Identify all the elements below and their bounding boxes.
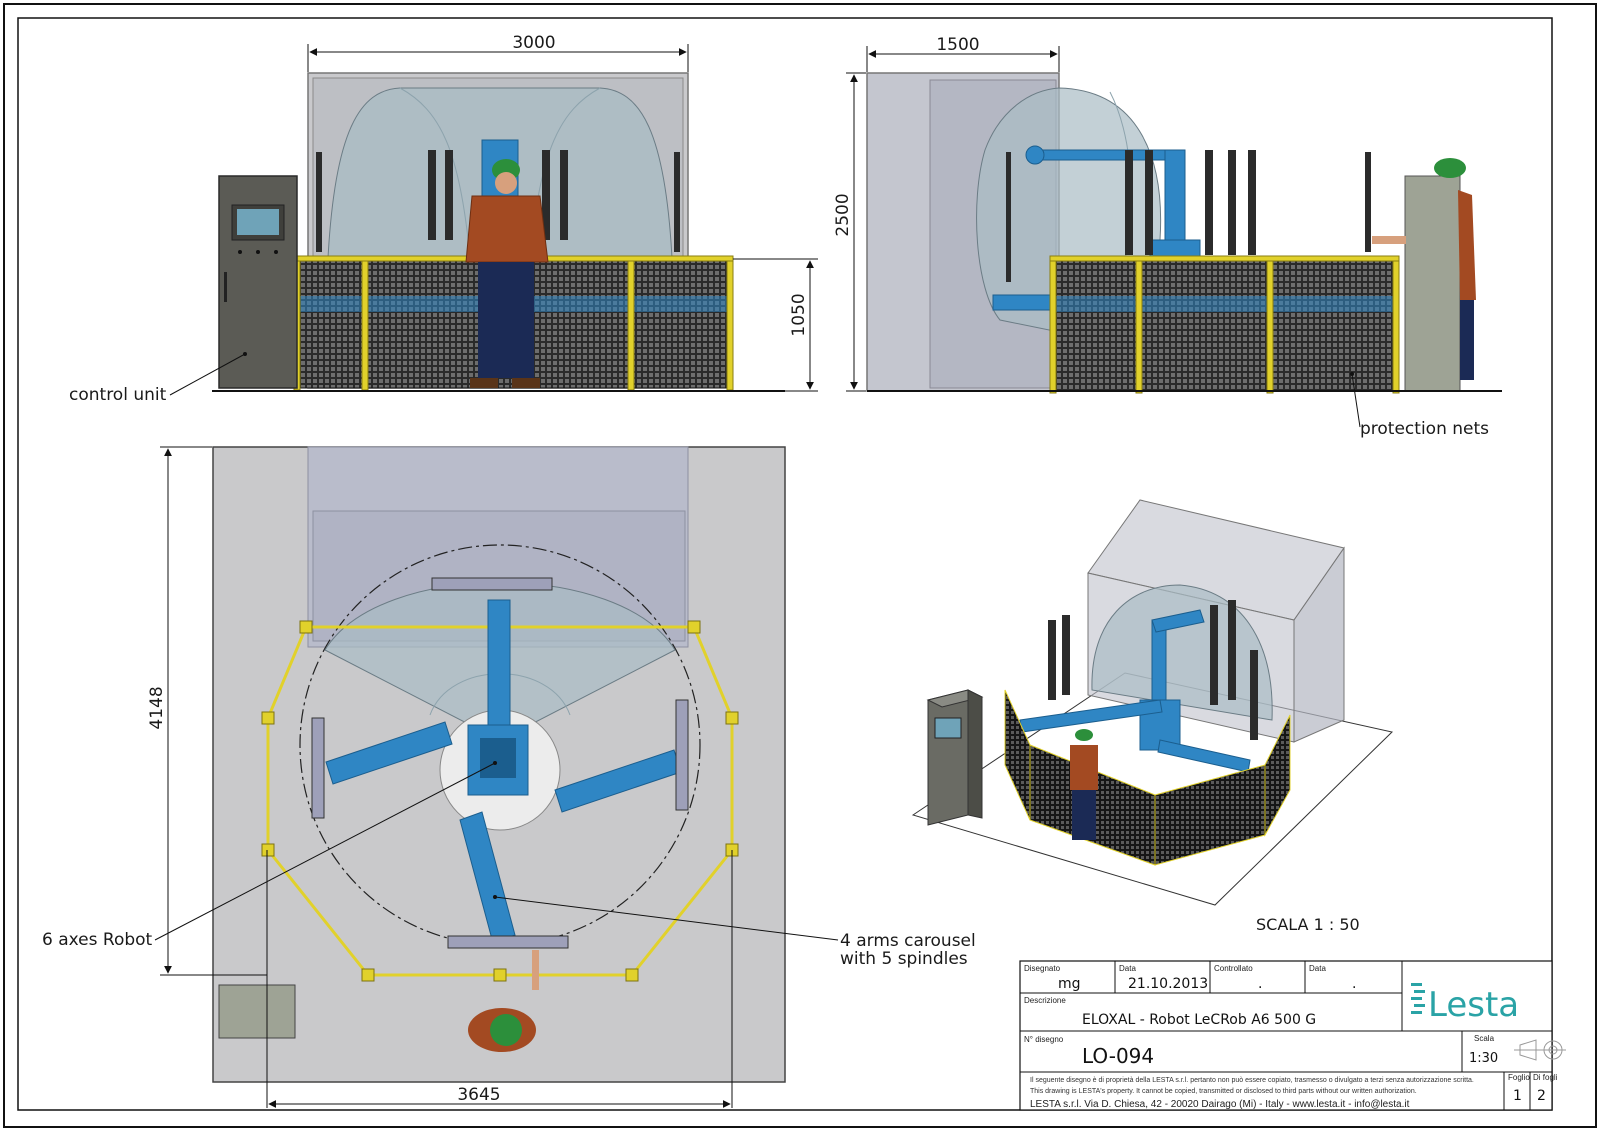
- tb-drawn-by: mg: [1058, 976, 1081, 992]
- dim-fence-height: 1050: [789, 293, 809, 336]
- tb-date2: .: [1352, 976, 1356, 992]
- tb-scale: 1:30: [1469, 1051, 1498, 1066]
- side-spindles: [1006, 150, 1371, 282]
- label-control-unit: control unit: [69, 385, 167, 405]
- top-spindle-bars: [311, 577, 689, 949]
- tb-date2-label: Data: [1309, 964, 1326, 973]
- dim-top-width: 3645: [457, 1085, 500, 1105]
- tb-scale-label: Scala: [1474, 1034, 1495, 1043]
- tb-checked: .: [1258, 976, 1262, 992]
- tb-description: ELOXAL - Robot LeCRob A6 500 G: [1082, 1012, 1316, 1028]
- tb-sheet-label: Foglio: [1508, 1073, 1530, 1082]
- iso-view: SCALA 1 : 50: [911, 499, 1394, 934]
- iso-robot: [1019, 609, 1251, 773]
- side-view: protection nets 1500 2500: [833, 35, 1502, 439]
- tb-drawing-no-label: N° disegno: [1024, 1035, 1064, 1044]
- iso-operator: [1070, 729, 1098, 840]
- title-block: Disegnato mg Data 21.10.2013 Controllato…: [1019, 960, 1566, 1111]
- dim-front-width: 3000: [512, 33, 555, 53]
- label-carousel-line1: 4 arms carousel: [840, 931, 976, 951]
- top-operator: [468, 950, 539, 1052]
- dim-top-depth: 4148: [147, 686, 167, 729]
- side-operator: [1372, 158, 1476, 380]
- tb-logo-text: Lesta: [1428, 985, 1519, 1025]
- front-operator: [465, 159, 549, 388]
- front-view: control unit 3000 1050: [69, 33, 818, 405]
- carousel-reach-circle: [299, 544, 701, 946]
- label-6-axes-robot: 6 axes Robot: [42, 930, 153, 950]
- tb-date: 21.10.2013: [1128, 976, 1208, 992]
- front-spindles: [316, 150, 680, 252]
- tb-drawn-by-label: Disegnato: [1024, 964, 1061, 973]
- tb-legal-it: Il seguente disegno è di proprietà della…: [1030, 1077, 1474, 1084]
- tb-description-label: Descrizione: [1024, 996, 1066, 1005]
- tb-date-label: Data: [1119, 964, 1136, 973]
- tb-sheets-label: Di fogli: [1533, 1073, 1558, 1082]
- sheet-border: [3, 3, 1597, 1128]
- drawing-frame: [17, 17, 1553, 1111]
- lesta-logo: Lesta: [1411, 983, 1519, 1025]
- iso-scale-note: SCALA 1 : 50: [1256, 915, 1360, 934]
- iso-control-cabinet: [927, 689, 969, 826]
- dim-side-width: 1500: [936, 35, 979, 55]
- side-fence: [1051, 257, 1398, 392]
- dim-enclosure-height: 2500: [833, 193, 853, 236]
- projection-symbol-icon: [1514, 1039, 1566, 1061]
- label-protection-nets: protection nets: [1360, 419, 1489, 439]
- label-carousel-line2: with 5 spindles: [840, 949, 968, 969]
- tb-sheet: 1: [1513, 1088, 1522, 1104]
- top-view: 6 axes Robot 4 arms carousel with 5 spin…: [42, 446, 976, 1108]
- carousel-arms: [325, 599, 682, 944]
- tb-checked-label: Controllato: [1214, 964, 1253, 973]
- tb-address: LESTA s.r.l. Via D. Chiesa, 42 - 20020 D…: [1030, 1099, 1410, 1110]
- tb-drawing-no: LO-094: [1082, 1044, 1154, 1068]
- tb-legal-en: This drawing is LESTA's property. It can…: [1030, 1088, 1417, 1095]
- tb-sheets: 2: [1537, 1088, 1546, 1104]
